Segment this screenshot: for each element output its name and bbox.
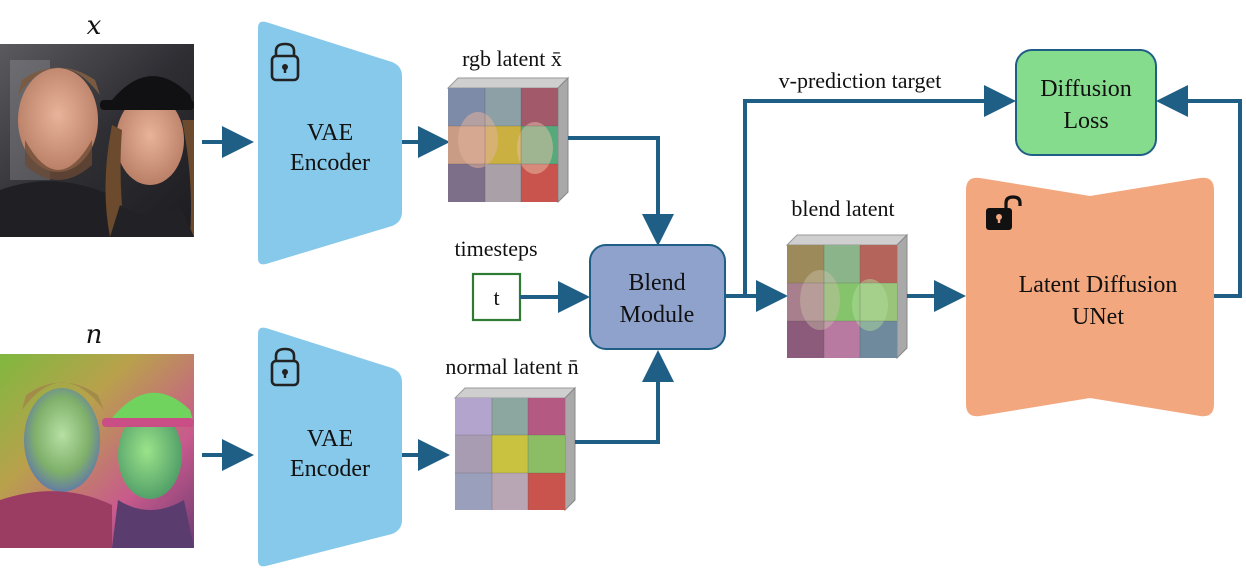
blend-latent-cube [785, 233, 909, 360]
encoder-bottom-label-line1: VAE [307, 426, 353, 452]
normal-input-image [0, 354, 194, 548]
vae-encoder-top [258, 21, 402, 265]
latent-diffusion-unet [966, 177, 1214, 417]
diffusion-loss-box [1015, 49, 1157, 156]
rgb-latent-label: rgb latent x̄ [462, 46, 562, 71]
blend-module-line2: Module [620, 302, 695, 328]
v-prediction-target-label: v-prediction target [779, 68, 942, 93]
normal-latent-label: normal latent n̄ [445, 354, 578, 379]
arrow-normal-latent-to-blend [575, 350, 674, 444]
normal-symbol: n [86, 320, 103, 350]
timestep-box-text: t [493, 285, 499, 310]
blend-latent-label: blend latent [791, 196, 894, 221]
arrow-rgb-latent-to-blend [568, 136, 674, 246]
rgb-latent-cube [446, 76, 570, 204]
vae-encoder-bottom [258, 327, 402, 567]
rgb-symbol: x [87, 11, 102, 41]
blend-module [589, 244, 726, 350]
lock-icon [270, 42, 300, 82]
unlock-icon [986, 195, 1022, 230]
encoder-top-label-line2: Encoder [290, 150, 370, 176]
blend-module-line1: Blend [628, 270, 685, 296]
encoder-bottom-label-line2: Encoder [290, 456, 370, 482]
timesteps-label: timesteps [454, 236, 537, 261]
diffusion-loss-line2: Loss [1063, 108, 1108, 134]
rgb-input-image [0, 44, 194, 237]
unet-line2: UNet [1072, 304, 1124, 330]
normal-latent-cube [453, 386, 577, 512]
diffusion-loss-line1: Diffusion [1040, 76, 1132, 102]
lock-icon [270, 347, 300, 387]
arrow-unet-to-loss [1156, 85, 1242, 298]
encoder-top-label-line1: VAE [307, 120, 353, 146]
unet-line1: Latent Diffusion [1019, 272, 1178, 298]
arrow-blend-to-loss [725, 85, 1016, 298]
